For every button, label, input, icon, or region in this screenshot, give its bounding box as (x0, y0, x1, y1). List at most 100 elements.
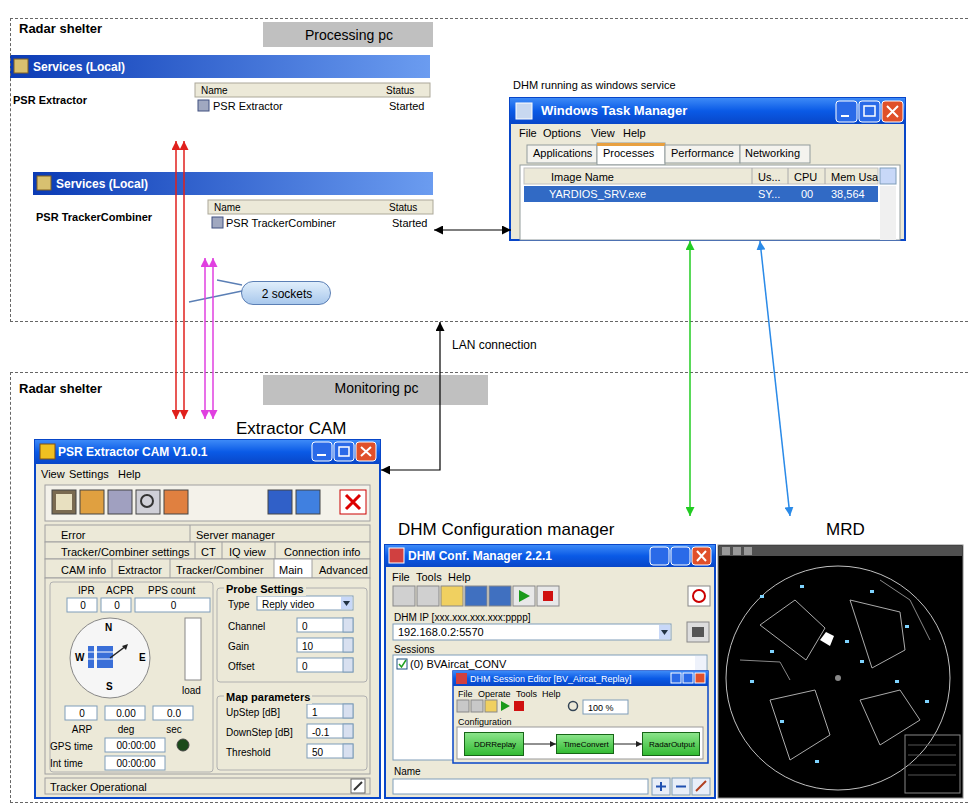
cam-window-chrome (45, 578, 370, 774)
config-window-chrome (543, 591, 553, 601)
cam-window-chrome (343, 618, 353, 632)
window-text: PPS count (148, 585, 195, 597)
window-text: DHM Conf. Manager 2.2.1 (408, 549, 552, 563)
cam-window-chrome (361, 447, 371, 456)
cam-window-chrome (108, 490, 132, 514)
config-window-chrome (650, 547, 669, 565)
config-window-chrome (671, 547, 690, 565)
window-text: CAM info (61, 564, 106, 577)
cam-window-chrome (339, 447, 349, 456)
radar-screen (719, 546, 962, 556)
services-window (212, 217, 223, 228)
cam-window-chrome (257, 596, 353, 610)
radar-screen (845, 640, 849, 643)
window-text: Extractor CAM (236, 419, 347, 439)
config-window-chrome (389, 548, 404, 563)
window-text: PSR Extractor (13, 94, 87, 107)
cam-window-chrome (50, 582, 213, 772)
task-manager-chrome (880, 186, 896, 240)
window-text: 192.168.0.2:5570 (398, 626, 484, 639)
task-manager-chrome (859, 101, 880, 122)
window-text: Server manager (196, 529, 275, 542)
cam-window-chrome (80, 490, 104, 514)
callout-pointer (217, 280, 242, 285)
task-manager-chrome (516, 103, 532, 119)
radar-screen (780, 720, 784, 723)
window-text: Threshold (226, 747, 270, 759)
window-text: N (105, 622, 112, 634)
cam-window-chrome (110, 646, 126, 658)
callout-pointer (189, 291, 242, 302)
config-window-chrome (441, 586, 463, 606)
config-window-chrome (397, 659, 407, 669)
radar-screen (718, 545, 963, 798)
window-text: Offset (228, 661, 255, 673)
window-text: Main (279, 564, 303, 577)
process-block: DDRReplay (464, 732, 524, 756)
window-text: -0.1 (312, 727, 329, 739)
task-manager-chrome (510, 98, 905, 124)
task-manager-chrome (836, 101, 857, 122)
config-window-chrome (537, 586, 559, 606)
task-manager-chrome (788, 168, 789, 184)
callout-pointer (189, 280, 242, 302)
window-text: deg (106, 724, 146, 736)
task-manager-window: DHM running as windows serviceWindows Ta… (511, 77, 906, 241)
window-text: Image Name (551, 171, 614, 184)
window-text: Configuration (458, 717, 512, 728)
cam-window-chrome (343, 601, 350, 606)
pc-tab (263, 375, 488, 405)
radar-screen (835, 675, 841, 681)
radar-screen (820, 632, 834, 646)
session-editor-chrome (569, 702, 578, 711)
session-editor-chrome (485, 700, 497, 712)
cam-window-chrome (35, 440, 380, 798)
edge-label: LAN connection (450, 338, 539, 352)
radar-screen (850, 600, 905, 668)
cam-window-chrome (105, 706, 145, 720)
config-window-chrome (688, 586, 710, 606)
window-text: 0 (66, 708, 98, 720)
cam-window-chrome (343, 744, 353, 758)
config-window-chrome (385, 545, 715, 567)
window-text: GPS time (50, 741, 93, 753)
cam-window-chrome (190, 525, 191, 542)
services-window (198, 100, 209, 111)
window-text: DHM IP [xxx.xxx.xxx.xxx:pppp] (394, 612, 531, 624)
services-window (14, 59, 28, 73)
block-text: RadarOutput (643, 740, 701, 750)
connector (760, 241, 790, 516)
task-manager-chrome (527, 145, 597, 163)
window-text: Status (386, 85, 414, 97)
radar-screen (740, 660, 790, 680)
config-window-chrome (696, 781, 706, 791)
config-window-chrome (687, 622, 709, 642)
window-text: 50 (312, 747, 323, 759)
window-text: 00:00:00 (106, 740, 166, 752)
cam-window-chrome (141, 495, 153, 507)
cam-window-chrome (153, 706, 193, 720)
window-text: Windows Task Manager (541, 103, 687, 119)
cam-window-chrome (341, 597, 352, 609)
radar-screen (750, 585, 929, 763)
window-text: Performance (671, 147, 734, 160)
task-manager-chrome (740, 145, 810, 163)
window-text: View (591, 127, 615, 140)
radar-screen (770, 690, 830, 760)
window-text: PSR TrackerCombiner (36, 211, 152, 224)
window-heading: MRD (826, 520, 865, 540)
window-text: UpStep [dB] (226, 707, 280, 719)
cam-window-chrome (354, 782, 362, 790)
window-text: Applications (533, 147, 592, 160)
task-manager-chrome (524, 186, 878, 202)
window-text: CPU (794, 171, 817, 184)
cam-window-chrome (297, 638, 353, 652)
task-manager-chrome (510, 98, 905, 240)
service-window: Services (Local)PSR TrackerCombinerNameS… (34, 173, 434, 258)
radar-screen (744, 547, 752, 555)
task-manager-chrome (825, 168, 826, 184)
radar-screen (860, 690, 920, 745)
session-editor-chrome (457, 700, 469, 712)
